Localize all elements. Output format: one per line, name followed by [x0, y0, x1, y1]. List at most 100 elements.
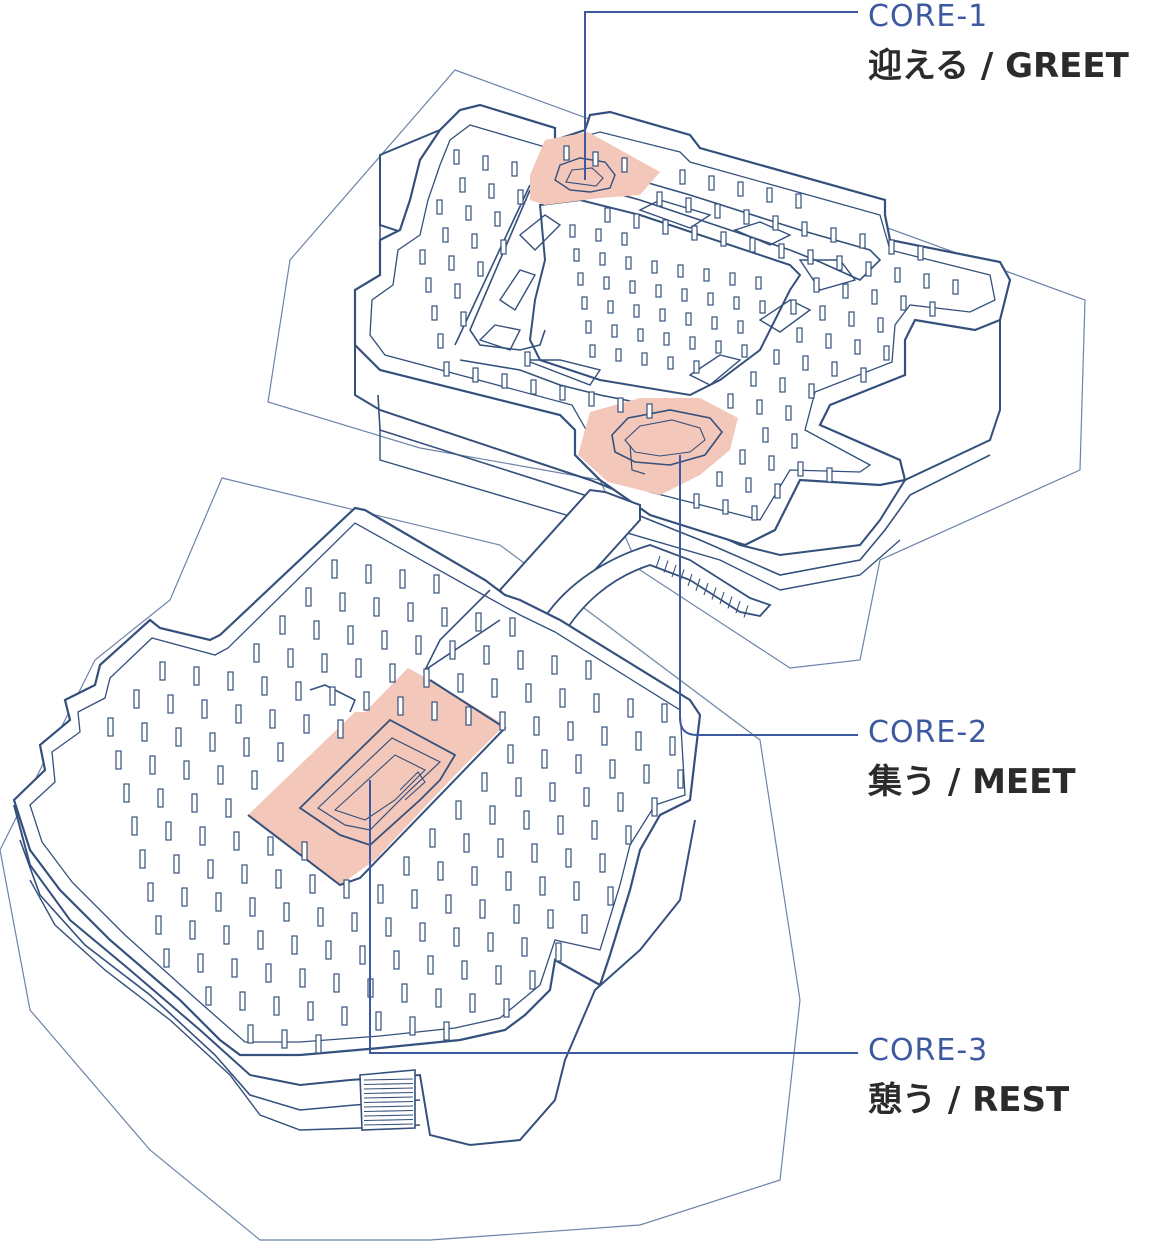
column	[737, 181, 744, 197]
column	[607, 300, 614, 314]
column	[317, 907, 324, 927]
column	[888, 239, 895, 255]
column	[604, 207, 611, 223]
column	[779, 377, 786, 393]
stair-step	[663, 560, 669, 573]
stair-step	[687, 573, 693, 587]
louvre	[363, 1078, 414, 1081]
column	[491, 678, 498, 698]
column	[750, 371, 757, 387]
column	[339, 592, 346, 612]
column	[679, 169, 686, 185]
column	[646, 403, 653, 419]
column	[952, 279, 959, 295]
column	[533, 716, 540, 736]
site-outline-north	[267, 69, 1086, 669]
column	[283, 902, 290, 922]
column	[193, 666, 200, 686]
column	[209, 732, 216, 752]
column	[448, 255, 455, 271]
column	[500, 239, 507, 255]
column	[269, 709, 276, 729]
column	[183, 760, 190, 780]
column	[217, 765, 224, 785]
column	[796, 327, 803, 343]
core-2-leader	[679, 455, 858, 736]
column	[313, 620, 320, 640]
column	[163, 948, 170, 968]
column	[291, 935, 298, 955]
column	[471, 233, 478, 249]
column	[454, 283, 461, 299]
stair-step	[743, 605, 749, 618]
column	[523, 810, 530, 830]
column	[525, 683, 532, 703]
column	[637, 328, 644, 342]
column	[836, 255, 843, 271]
stair-step	[703, 582, 709, 596]
column	[923, 273, 930, 289]
stair-step	[735, 600, 741, 614]
column	[457, 673, 464, 693]
column	[681, 288, 688, 302]
column	[727, 393, 734, 409]
column	[309, 874, 316, 894]
stair-step	[711, 587, 717, 600]
column	[215, 892, 222, 912]
column	[389, 663, 396, 683]
column	[149, 755, 156, 775]
column	[299, 968, 306, 988]
column	[355, 658, 362, 678]
column	[497, 838, 504, 858]
column	[842, 283, 849, 299]
column	[573, 881, 580, 901]
column	[756, 399, 763, 415]
column	[609, 759, 616, 779]
stair-step	[695, 578, 701, 591]
column	[305, 587, 312, 607]
column	[461, 960, 468, 980]
column	[307, 1001, 314, 1021]
column	[347, 625, 354, 645]
column	[431, 305, 438, 321]
column	[197, 953, 204, 973]
column	[253, 643, 260, 663]
column	[487, 932, 494, 952]
column	[173, 854, 180, 874]
column	[465, 205, 472, 221]
column	[501, 373, 508, 389]
column	[661, 703, 668, 723]
south-building-columns	[107, 559, 684, 1054]
column	[488, 183, 495, 199]
column	[733, 296, 740, 310]
column	[807, 249, 814, 265]
column	[559, 385, 566, 401]
column	[303, 714, 310, 734]
column	[265, 963, 272, 983]
column	[589, 344, 596, 358]
stair-step	[671, 564, 677, 578]
column	[385, 917, 392, 937]
column	[627, 698, 634, 718]
column	[693, 493, 700, 509]
column	[115, 750, 122, 770]
column	[865, 261, 872, 277]
core-3-label: CORE-3 憩う / REST	[868, 1034, 1070, 1121]
column	[714, 203, 721, 219]
column	[133, 689, 140, 709]
column	[662, 219, 669, 235]
column	[651, 797, 658, 817]
column	[481, 772, 488, 792]
column	[529, 970, 536, 990]
column	[651, 260, 658, 274]
column	[555, 942, 562, 962]
column	[633, 304, 640, 318]
column	[181, 887, 188, 907]
column	[517, 650, 524, 670]
column	[435, 988, 442, 1008]
column	[563, 145, 570, 161]
column	[189, 920, 196, 940]
column	[802, 355, 809, 371]
core-3-name: 憩う / REST	[868, 1080, 1070, 1120]
